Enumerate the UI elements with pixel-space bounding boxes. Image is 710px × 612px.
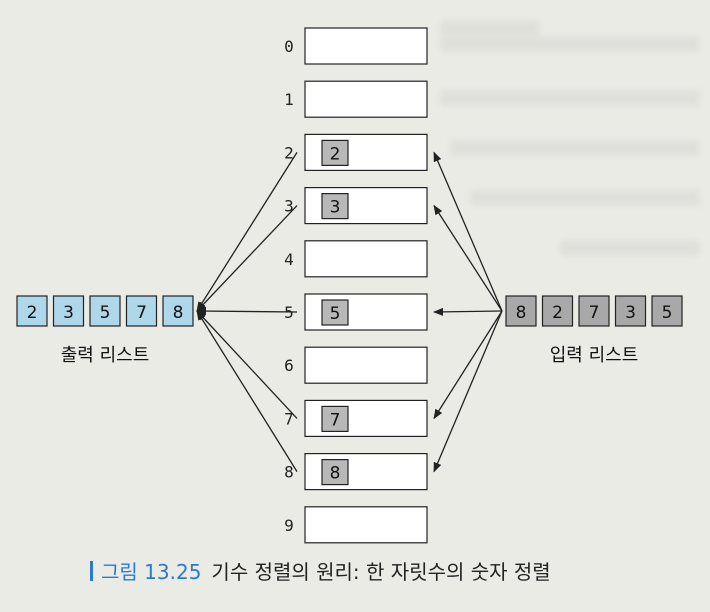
bucket-item-digit: 3 [330,198,341,218]
output-list-value: 5 [100,303,111,323]
bucket-item [321,405,349,432]
input-list-cell [651,295,683,327]
bucket-item [321,139,349,166]
bucket-1: 1 [284,80,428,118]
bucket-index-label: 3 [284,197,294,216]
bucket-6: 6 [284,346,428,384]
input-list-cell [505,295,537,327]
input-list-value: 2 [552,303,563,323]
bleed-through-text [470,190,700,206]
output-list-value: 3 [63,303,74,323]
input-list: 8 2 7 3 5 입력 리스트 [505,295,683,366]
output-list-value: 2 [27,303,38,323]
arrow-input-to-bucket-7 [433,310,503,420]
figure-caption: 그림 13.25 기수 정렬의 원리: 한 자릿수의 숫자 정렬 [90,556,551,585]
caption-text: 기수 정렬의 원리: 한 자릿수의 숫자 정렬 [211,560,551,584]
output-list-value: 7 [136,303,147,323]
bucket-item [321,193,349,220]
bucket-9: 9 [284,506,428,544]
bucket-index-label: 5 [284,303,294,322]
bucket-index-label: 1 [284,90,294,109]
input-list-cell [578,295,610,327]
output-list-cell [162,295,194,327]
output-list-cell [89,295,121,327]
input-list-value: 3 [625,303,636,323]
arrow-input-to-bucket-3 [433,204,503,312]
bucket-slot [304,506,428,544]
bucket-index-label: 0 [284,37,294,56]
output-list: 2 3 5 7 8 출력 리스트 [16,295,194,366]
output-list-value: 8 [173,303,184,323]
arrow-input-to-bucket-2 [433,151,503,312]
caption-bar [90,560,93,581]
output-list-cell [16,295,48,327]
arrow-bucket-7-to-output [196,310,298,419]
input-list-cell [541,295,574,327]
input-list-value: 7 [589,303,600,323]
arrow-input-to-bucket-8 [433,310,503,473]
bleed-through-text [440,20,540,36]
bucket-item-digit: 2 [330,144,341,164]
bucket-item-digit: 7 [330,410,341,430]
bucket-slot [304,240,428,278]
input-list-value: 5 [662,303,673,323]
bucket-index-label: 8 [284,463,294,482]
bucket-index-label: 7 [284,409,294,428]
bucket-4: 4 [284,240,428,278]
bucket-index-label: 4 [284,250,294,269]
bucket-index-label: 6 [284,356,294,375]
bleed-through-text [440,90,700,106]
bucket-index-label: 2 [284,143,294,162]
bucket-0: 0 [284,27,428,65]
arrow-bucket-2-to-output [196,152,298,312]
input-list-value: 8 [516,303,527,323]
bucket-index-label: 9 [284,516,294,535]
bleed-through-text [450,140,700,156]
output-list-label: 출력 리스트 [61,345,150,366]
bucket-item-digit: 8 [330,464,341,484]
arrow-bucket-5-to-output [196,307,298,316]
input-list-label: 입력 리스트 [550,345,639,366]
bucket-slot [304,27,428,65]
caption-figure-number: 그림 13.25 [101,560,202,584]
bucket-item [321,459,349,486]
arrow-bucket-3-to-output [196,205,298,312]
bucket-item [321,299,349,326]
bucket-slot [304,346,428,384]
bleed-through-text [560,240,700,256]
input-list-cell [614,295,647,327]
bleed-through-text [440,36,700,52]
output-list-cell [52,295,85,327]
arrow-bucket-8-to-output [196,310,298,472]
arrow-input-to-bucket-5 [433,307,503,316]
bucket-slot [304,80,428,118]
output-list-cell [125,295,158,327]
bucket-item-digit: 5 [330,304,341,324]
